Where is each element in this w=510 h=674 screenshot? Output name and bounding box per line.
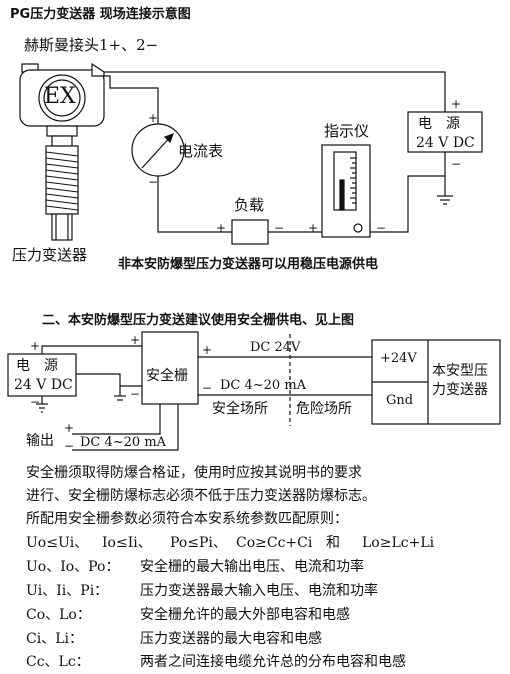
safety-barrier-box (141, 331, 199, 405)
output-label: 输出 (26, 433, 54, 449)
output-signal-label: DC 4~20 mA (80, 435, 167, 450)
ex-mark: EX (44, 84, 76, 109)
def-term-5: Cc、Lc： (26, 654, 90, 670)
note-line-2: 进行、安全栅防爆标志必须不低于压力变送器防爆标志。 (26, 488, 376, 504)
ammeter-minus: − (148, 175, 159, 189)
def-desc-2: 压力变送器最大输入电压、电流和功率 (140, 583, 378, 599)
plus24-terminal-label: +24V (380, 351, 417, 366)
load-plus: + (216, 221, 227, 235)
power2-line1: 电 源 (16, 358, 58, 374)
formula-and: 和 (326, 535, 340, 551)
hazardous-area-label: 危险场所 (296, 401, 352, 417)
def-desc-1: 安全栅的最大输出电压、电流和功率 (140, 559, 364, 575)
formula-io: Io≤Ii、 (102, 535, 152, 551)
power1-minus: − (451, 157, 462, 171)
is-transmitter-line2: 力变送器 (432, 382, 488, 398)
output-minus: − (64, 439, 75, 453)
output-plus: + (64, 421, 75, 435)
power-supply-box-2 (7, 353, 77, 397)
ammeter-plus: + (148, 111, 159, 125)
barrier-out-minus: − (202, 381, 213, 395)
def-term-2: Ui、Ii、Pi： (26, 583, 109, 599)
diagram1-title: PG压力变送器 现场连接示意图 (10, 7, 191, 22)
ammeter-icon (131, 123, 185, 177)
power2-line2: 24 V DC (14, 377, 73, 393)
dc24-label: DC 24V (250, 340, 301, 355)
power2-minus: − (30, 395, 41, 409)
load-minus: − (274, 221, 285, 235)
gnd-terminal-label: Gnd (386, 393, 414, 408)
note-line-3: 所配用安全栅参数必须符合本安系统参数匹配原则： (26, 511, 348, 527)
barrier-out-plus: + (202, 343, 213, 357)
power-label-line1: 电 源 (418, 116, 460, 132)
is-transmitter-line1: 本安型压 (432, 363, 488, 379)
load-resistor (231, 219, 269, 245)
barrier-in-minus: − (130, 387, 141, 401)
transmitter-label: 压力变送器 (12, 246, 88, 264)
indicator-meter-icon (321, 144, 371, 238)
formula-lo: Lo≥Lc+Li (362, 535, 435, 551)
barrier-in-plus: + (130, 333, 141, 347)
power-label-line2: 24 V DC (416, 135, 475, 151)
hirschmann-connector-label: 赫斯曼接头1+、2− (24, 36, 159, 54)
load-label: 负载 (234, 196, 265, 214)
formula-po: Po≤Pi、 (170, 535, 227, 551)
def-desc-4: 压力变送器的最大电容和电感 (140, 631, 322, 647)
dc420-label: DC 4~20 mA (220, 378, 307, 393)
ammeter-label: 电流表 (178, 142, 224, 160)
safety-barrier-label: 安全栅 (146, 368, 188, 384)
indicator-minus: − (376, 221, 387, 235)
power-supply-box-1 (407, 111, 483, 153)
indicator-plus: + (308, 221, 319, 235)
formula-uo: Uo≤Ui、 (26, 535, 89, 551)
diagram1-caption: 非本安防爆型压力变送器可以用稳压电源供电 (118, 257, 379, 272)
def-term-3: Co、Lo： (26, 607, 91, 623)
transmitter-icon (19, 62, 105, 241)
def-term-4: Ci、Li： (26, 631, 83, 647)
def-desc-5: 两者之间连接电缆允许总的分布电容和电感 (140, 654, 406, 670)
diagram2-title: 二、本安防爆型压力变送建议使用安全栅供电、见上图 (42, 313, 355, 328)
note-line-1: 安全栅须取得防爆合格证，使用时应按其说明书的要求 (26, 465, 362, 481)
def-desc-3: 安全栅允许的最大外部电容和电感 (140, 607, 350, 623)
safe-area-label: 安全场所 (212, 401, 268, 417)
power1-plus: + (451, 97, 462, 111)
formula-co: Co≥Cc+Ci (236, 535, 313, 551)
indicator-label: 指示仪 (324, 122, 370, 140)
power2-plus: + (30, 339, 41, 353)
def-term-1: Uo、Io、Po： (26, 559, 120, 575)
